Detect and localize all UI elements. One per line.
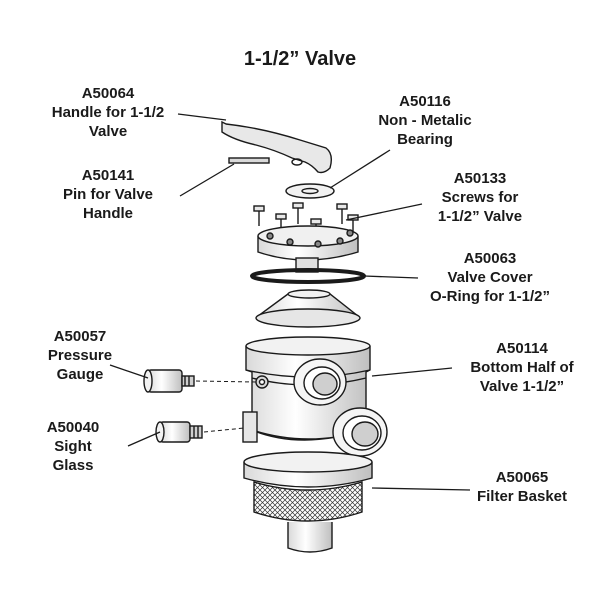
part-code: A50133	[453, 170, 507, 187]
part-code: A50141	[81, 167, 135, 184]
part-code: A50065	[495, 469, 549, 486]
part-desc: Bearing	[397, 131, 453, 148]
leader-handle	[177, 113, 227, 121]
assembly-lines	[195, 380, 257, 433]
leader-oring	[363, 275, 419, 279]
part-desc: Valve	[88, 123, 128, 140]
part-desc: Valve Cover	[447, 269, 533, 286]
leader-bearing	[329, 149, 391, 189]
part-desc: Screws for	[441, 189, 519, 206]
part-desc: 1-1/2” Valve	[437, 208, 523, 225]
label-oring: A50063 Valve Cover O-Ring for 1-1/2”	[405, 249, 575, 306]
leader-bottom	[371, 367, 453, 377]
leader-screws	[345, 203, 423, 221]
part-desc: Handle	[82, 205, 133, 222]
part-desc: Sight	[54, 438, 92, 455]
rotor-part	[255, 289, 361, 328]
part-desc: Filter Basket	[476, 488, 568, 505]
part-desc: Valve 1-1/2”	[479, 378, 565, 395]
part-code: A50063	[463, 250, 517, 267]
part-desc: Pressure	[47, 347, 113, 364]
part-desc: Handle for 1-1/2	[51, 104, 165, 121]
label-bottom: A50114 Bottom Half of Valve 1-1/2”	[452, 339, 592, 396]
part-code: A50114	[496, 340, 548, 357]
label-basket: A50065 Filter Basket	[452, 468, 592, 506]
part-code: A50057	[53, 328, 107, 345]
pin-part	[228, 157, 270, 164]
leader-pin	[179, 163, 235, 197]
screws-part	[253, 202, 359, 238]
leader-sight	[127, 431, 161, 447]
part-desc: Glass	[52, 457, 94, 474]
label-screws: A50133 Screws for 1-1/2” Valve	[410, 169, 550, 226]
pressure-gauge-part	[143, 369, 195, 393]
bearing-part	[285, 183, 335, 199]
oring-part	[250, 268, 366, 284]
label-gauge: A50057 Pressure Gauge	[20, 327, 140, 384]
part-code: A50064	[81, 85, 135, 102]
valve-body	[242, 336, 388, 457]
filter-basket-part	[243, 451, 373, 553]
part-desc: Pin for Valve	[62, 186, 154, 203]
leader-lines	[109, 113, 471, 491]
diagram-title: 1-1/2” Valve	[243, 48, 357, 70]
part-desc: Gauge	[56, 366, 104, 383]
valve-cover	[257, 225, 359, 261]
label-pin: A50141 Pin for Valve Handle	[38, 166, 178, 223]
handle-part	[221, 120, 333, 174]
label-sight: A50040 Sight Glass	[18, 418, 128, 475]
leader-gauge	[109, 364, 149, 379]
part-desc: Bottom Half of	[470, 359, 574, 376]
sight-glass-part	[155, 421, 203, 443]
leader-basket	[371, 487, 471, 491]
label-bearing: A50116 Non - Metalic Bearing	[350, 92, 500, 149]
label-handle: A50064 Handle for 1-1/2 Valve	[38, 84, 178, 141]
part-desc: O-Ring for 1-1/2”	[429, 288, 550, 305]
part-code: A50116	[399, 93, 451, 110]
part-desc: Non - Metalic	[378, 112, 472, 129]
part-code: A50040	[46, 419, 100, 436]
